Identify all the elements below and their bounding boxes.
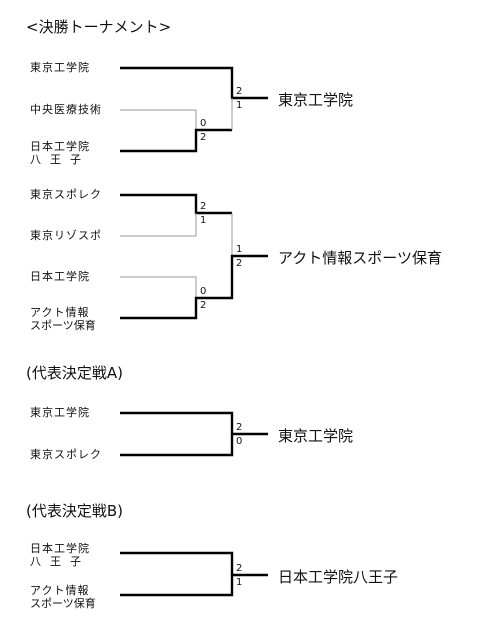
team-nihon-kogakuin: 日本工学院: [30, 270, 90, 283]
line-act-joho: [120, 254, 268, 320]
team-tokyo-rizosupo: 東京リゾスポ: [30, 229, 102, 242]
team-name-line-1: 日本工学院: [30, 542, 90, 555]
playoff-a-title: (代表決定戦A): [26, 364, 123, 382]
score-qf3-bottom: 2: [200, 300, 207, 311]
winner-block-1: 東京工学院: [278, 91, 354, 109]
score-qf2-top: 2: [200, 201, 207, 212]
team-name-line-1: アクト情報: [30, 306, 90, 319]
team-name-line-2: 八王子: [30, 153, 90, 166]
line-tokyo-kogakuin: [120, 66, 268, 100]
line-nihon-kogakuin-hachioji: [120, 128, 232, 153]
score-qf1-top: 0: [200, 118, 207, 129]
team-name-line-2: スポーツ保育: [30, 597, 96, 610]
playoff-b-team-2: アクト情報 スポーツ保育: [30, 584, 96, 610]
playoff-b-team-1: 日本工学院 八王子: [30, 542, 90, 568]
playoff-b-winner: 日本工学院八王子: [278, 568, 399, 586]
playoff-a-team-1: 東京工学院: [30, 406, 90, 419]
line-playoff-a-bottom: [120, 434, 234, 457]
winner-block-2: アクト情報スポーツ保育: [278, 249, 442, 267]
team-tokyo-sporeku: 東京スポレク: [30, 188, 102, 201]
team-name-line-2: 八王子: [30, 555, 90, 568]
score-sf1-top: 2: [236, 86, 243, 97]
playoff-a-score-top: 2: [236, 422, 243, 433]
score-sf2-top: 1: [236, 244, 243, 255]
score-qf2-bottom: 1: [200, 215, 207, 226]
line-playoff-b-bottom: [120, 575, 234, 597]
team-tokyo-kogakuin: 東京工学院: [30, 61, 90, 74]
line-playoff-b-top: [120, 551, 268, 577]
playoff-a-winner: 東京工学院: [278, 427, 354, 445]
final-tournament-title: <決勝トーナメント>: [26, 18, 172, 36]
score-qf3-top: 0: [200, 286, 207, 297]
team-act-joho-sports-hoiku: アクト情報 スポーツ保育: [30, 306, 96, 332]
team-name-line-2: スポーツ保育: [30, 319, 96, 332]
playoff-b-title: (代表決定戦B): [26, 502, 123, 520]
playoff-b-score-bottom: 1: [236, 577, 243, 588]
line-nihon-kogakuin: [120, 276, 197, 298]
line-tokyo-sporeku: [120, 193, 232, 215]
team-nihon-kogakuin-hachioji: 日本工学院 八王子: [30, 140, 90, 166]
score-qf1-bottom: 2: [200, 132, 207, 143]
line-tokyo-rizosupo: [120, 213, 197, 237]
playoff-a-team-2: 東京スポレク: [30, 448, 102, 461]
score-sf1-bottom: 1: [236, 100, 243, 111]
score-sf2-bottom: 2: [236, 258, 243, 269]
team-name-line-1: アクト情報: [30, 584, 90, 597]
playoff-b-score-top: 2: [236, 563, 243, 574]
team-chuo-iryo-gijutsu: 中央医療技術: [30, 103, 102, 116]
team-name-line-1: 日本工学院: [30, 140, 90, 153]
line-chuo-iryo: [120, 109, 197, 130]
line-playoff-a-top: [120, 411, 268, 436]
playoff-a-score-bottom: 0: [236, 436, 243, 447]
